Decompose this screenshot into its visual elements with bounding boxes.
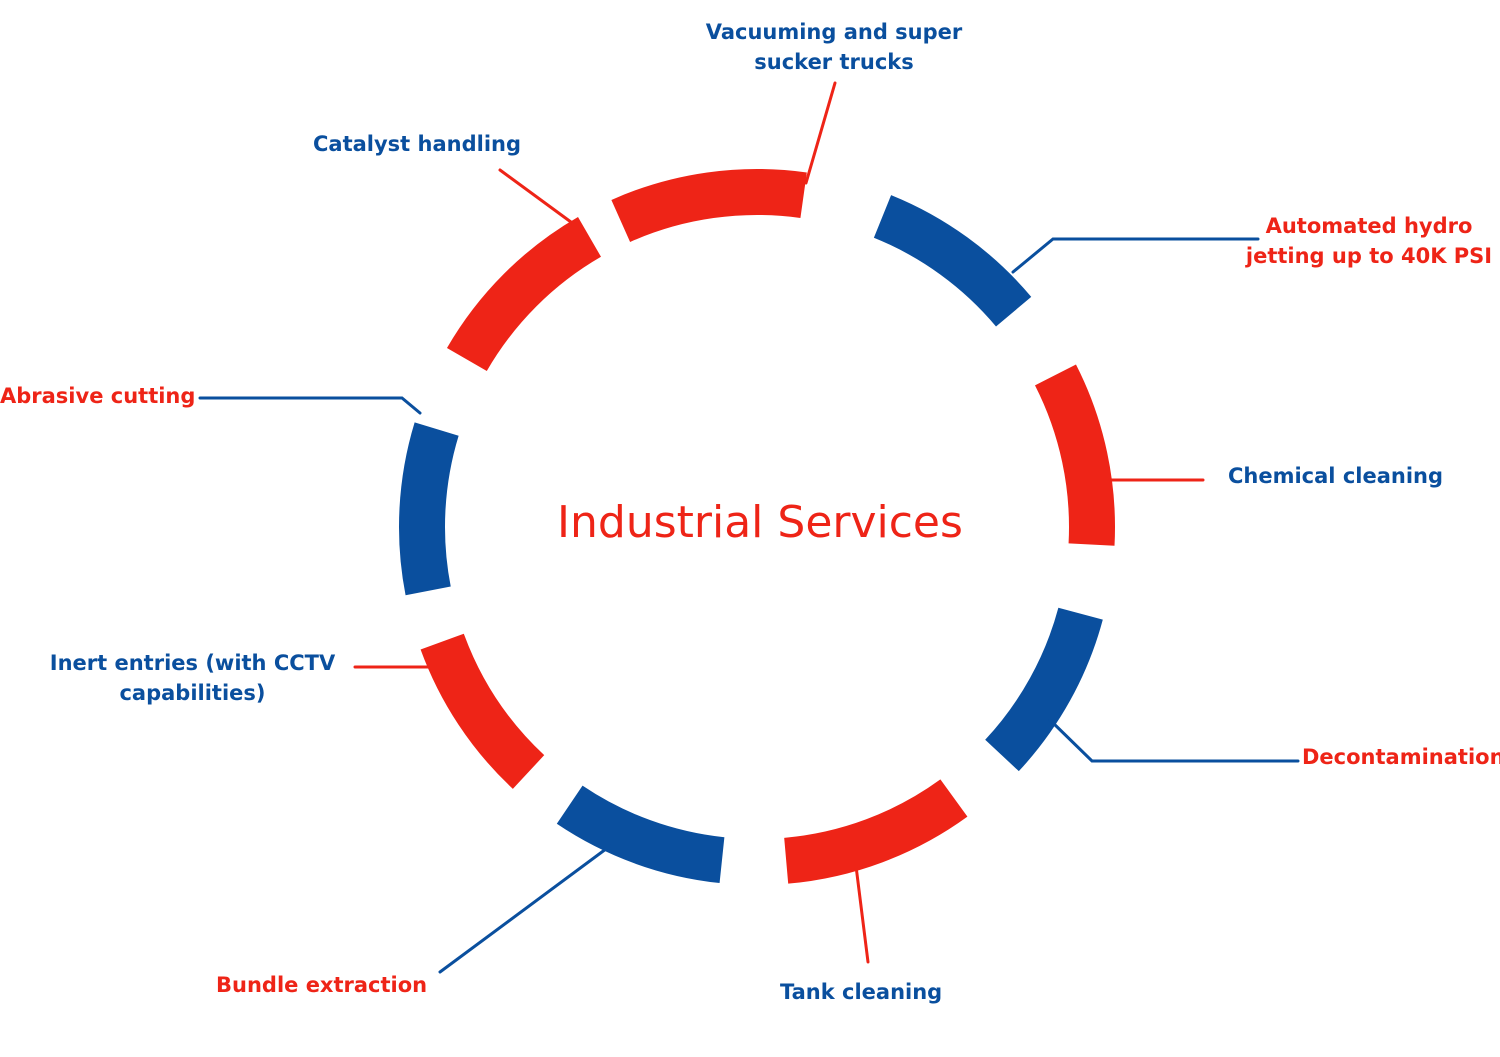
leader-line xyxy=(198,396,422,415)
leader-line xyxy=(1011,237,1260,274)
label-decontamination: Decontamination xyxy=(1302,745,1500,769)
leader-line xyxy=(804,81,837,185)
label-catalyst-handling: Catalyst handling xyxy=(313,132,522,156)
label-chemical-cleaning: Chemical cleaning xyxy=(1228,464,1444,488)
ring-segment xyxy=(985,607,1103,772)
ring-segment xyxy=(611,168,807,242)
leader-line xyxy=(1048,718,1300,763)
label-tank-cleaning: Tank cleaning xyxy=(780,980,943,1004)
label-bundle-extraction: Bundle extraction xyxy=(216,973,428,997)
ring-segment xyxy=(398,422,459,596)
ring-segment xyxy=(556,785,725,884)
ring-segment xyxy=(420,633,545,789)
center-title: Industrial Services xyxy=(557,497,963,548)
label-inert-entries: Inert entries (with CCTV capabilities) xyxy=(49,651,336,705)
ring-segment xyxy=(784,779,968,884)
label-hydro-jetting: Automated hydro jetting up to 40K PSI xyxy=(1245,214,1493,268)
leader-line xyxy=(438,844,612,974)
ring-segment xyxy=(1034,364,1115,546)
leader-line xyxy=(854,864,870,964)
ring-segment xyxy=(446,216,601,371)
ring-segment xyxy=(873,195,1032,327)
label-abrasive-cutting: Abrasive cutting xyxy=(0,384,196,408)
label-vacuuming: Vacuuming and super sucker trucks xyxy=(705,20,963,74)
leader-line xyxy=(498,168,577,227)
